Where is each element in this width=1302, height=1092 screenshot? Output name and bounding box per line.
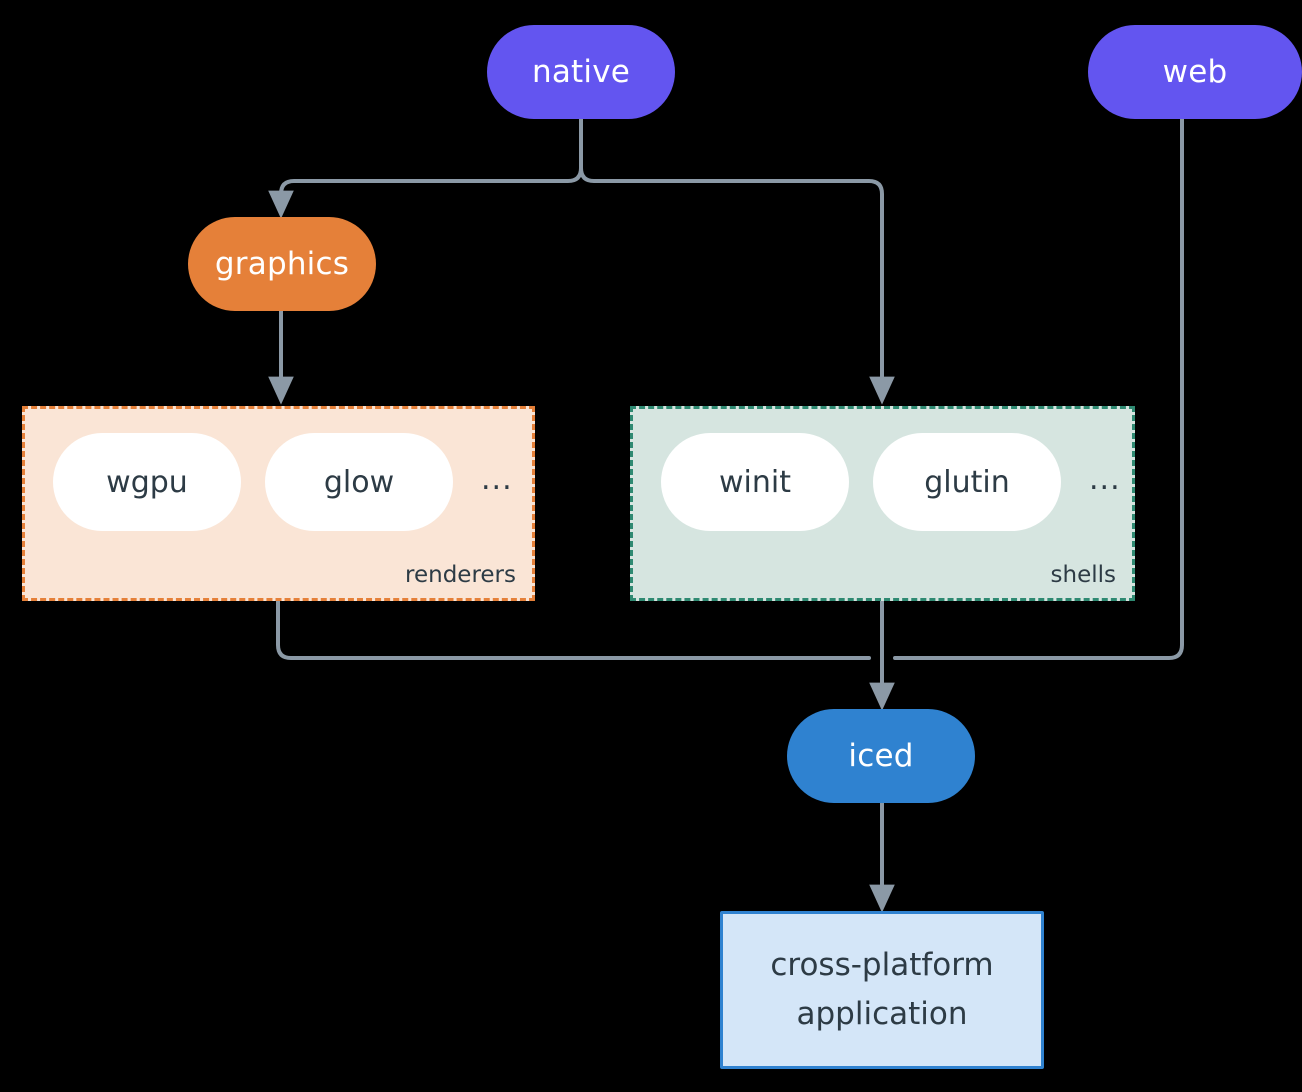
renderers-ellipsis: ... xyxy=(481,461,513,497)
group-shells[interactable]: winit glutin ... shells xyxy=(630,406,1135,601)
node-iced-label: iced xyxy=(848,738,914,774)
chip-winit[interactable]: winit xyxy=(661,433,849,531)
edge-native-to-graphics xyxy=(268,166,583,219)
node-web[interactable]: web xyxy=(1088,25,1302,119)
node-web-label: web xyxy=(1162,54,1228,90)
chip-glutin-label: glutin xyxy=(924,464,1010,500)
shells-ellipsis: ... xyxy=(1089,461,1121,497)
node-graphics-label: graphics xyxy=(214,246,350,282)
group-shells-items: winit glutin ... xyxy=(661,433,1121,531)
group-renderers[interactable]: wgpu glow ... renderers xyxy=(22,406,535,601)
application-label-line1: cross-platform xyxy=(770,947,994,984)
application-label-line2: application xyxy=(796,996,968,1032)
chip-winit-label: winit xyxy=(719,464,791,500)
group-renderers-label: renderers xyxy=(405,562,516,588)
chip-glow[interactable]: glow xyxy=(265,433,453,531)
node-native-label: native xyxy=(531,54,631,90)
chip-glutin[interactable]: glutin xyxy=(873,433,1061,531)
chip-wgpu[interactable]: wgpu xyxy=(53,433,241,531)
edge-renderers-to-iced xyxy=(276,599,871,660)
edge-native-to-shells xyxy=(579,166,895,405)
node-native[interactable]: native xyxy=(487,25,675,119)
chip-glow-label: glow xyxy=(323,464,395,500)
group-shells-label: shells xyxy=(1050,562,1116,588)
node-graphics[interactable]: graphics xyxy=(188,217,376,311)
group-renderers-items: wgpu glow ... xyxy=(53,433,513,531)
node-cross-platform-application[interactable]: cross-platform application xyxy=(720,911,1044,1069)
chip-wgpu-label: wgpu xyxy=(106,464,188,500)
node-iced[interactable]: iced xyxy=(787,709,975,803)
